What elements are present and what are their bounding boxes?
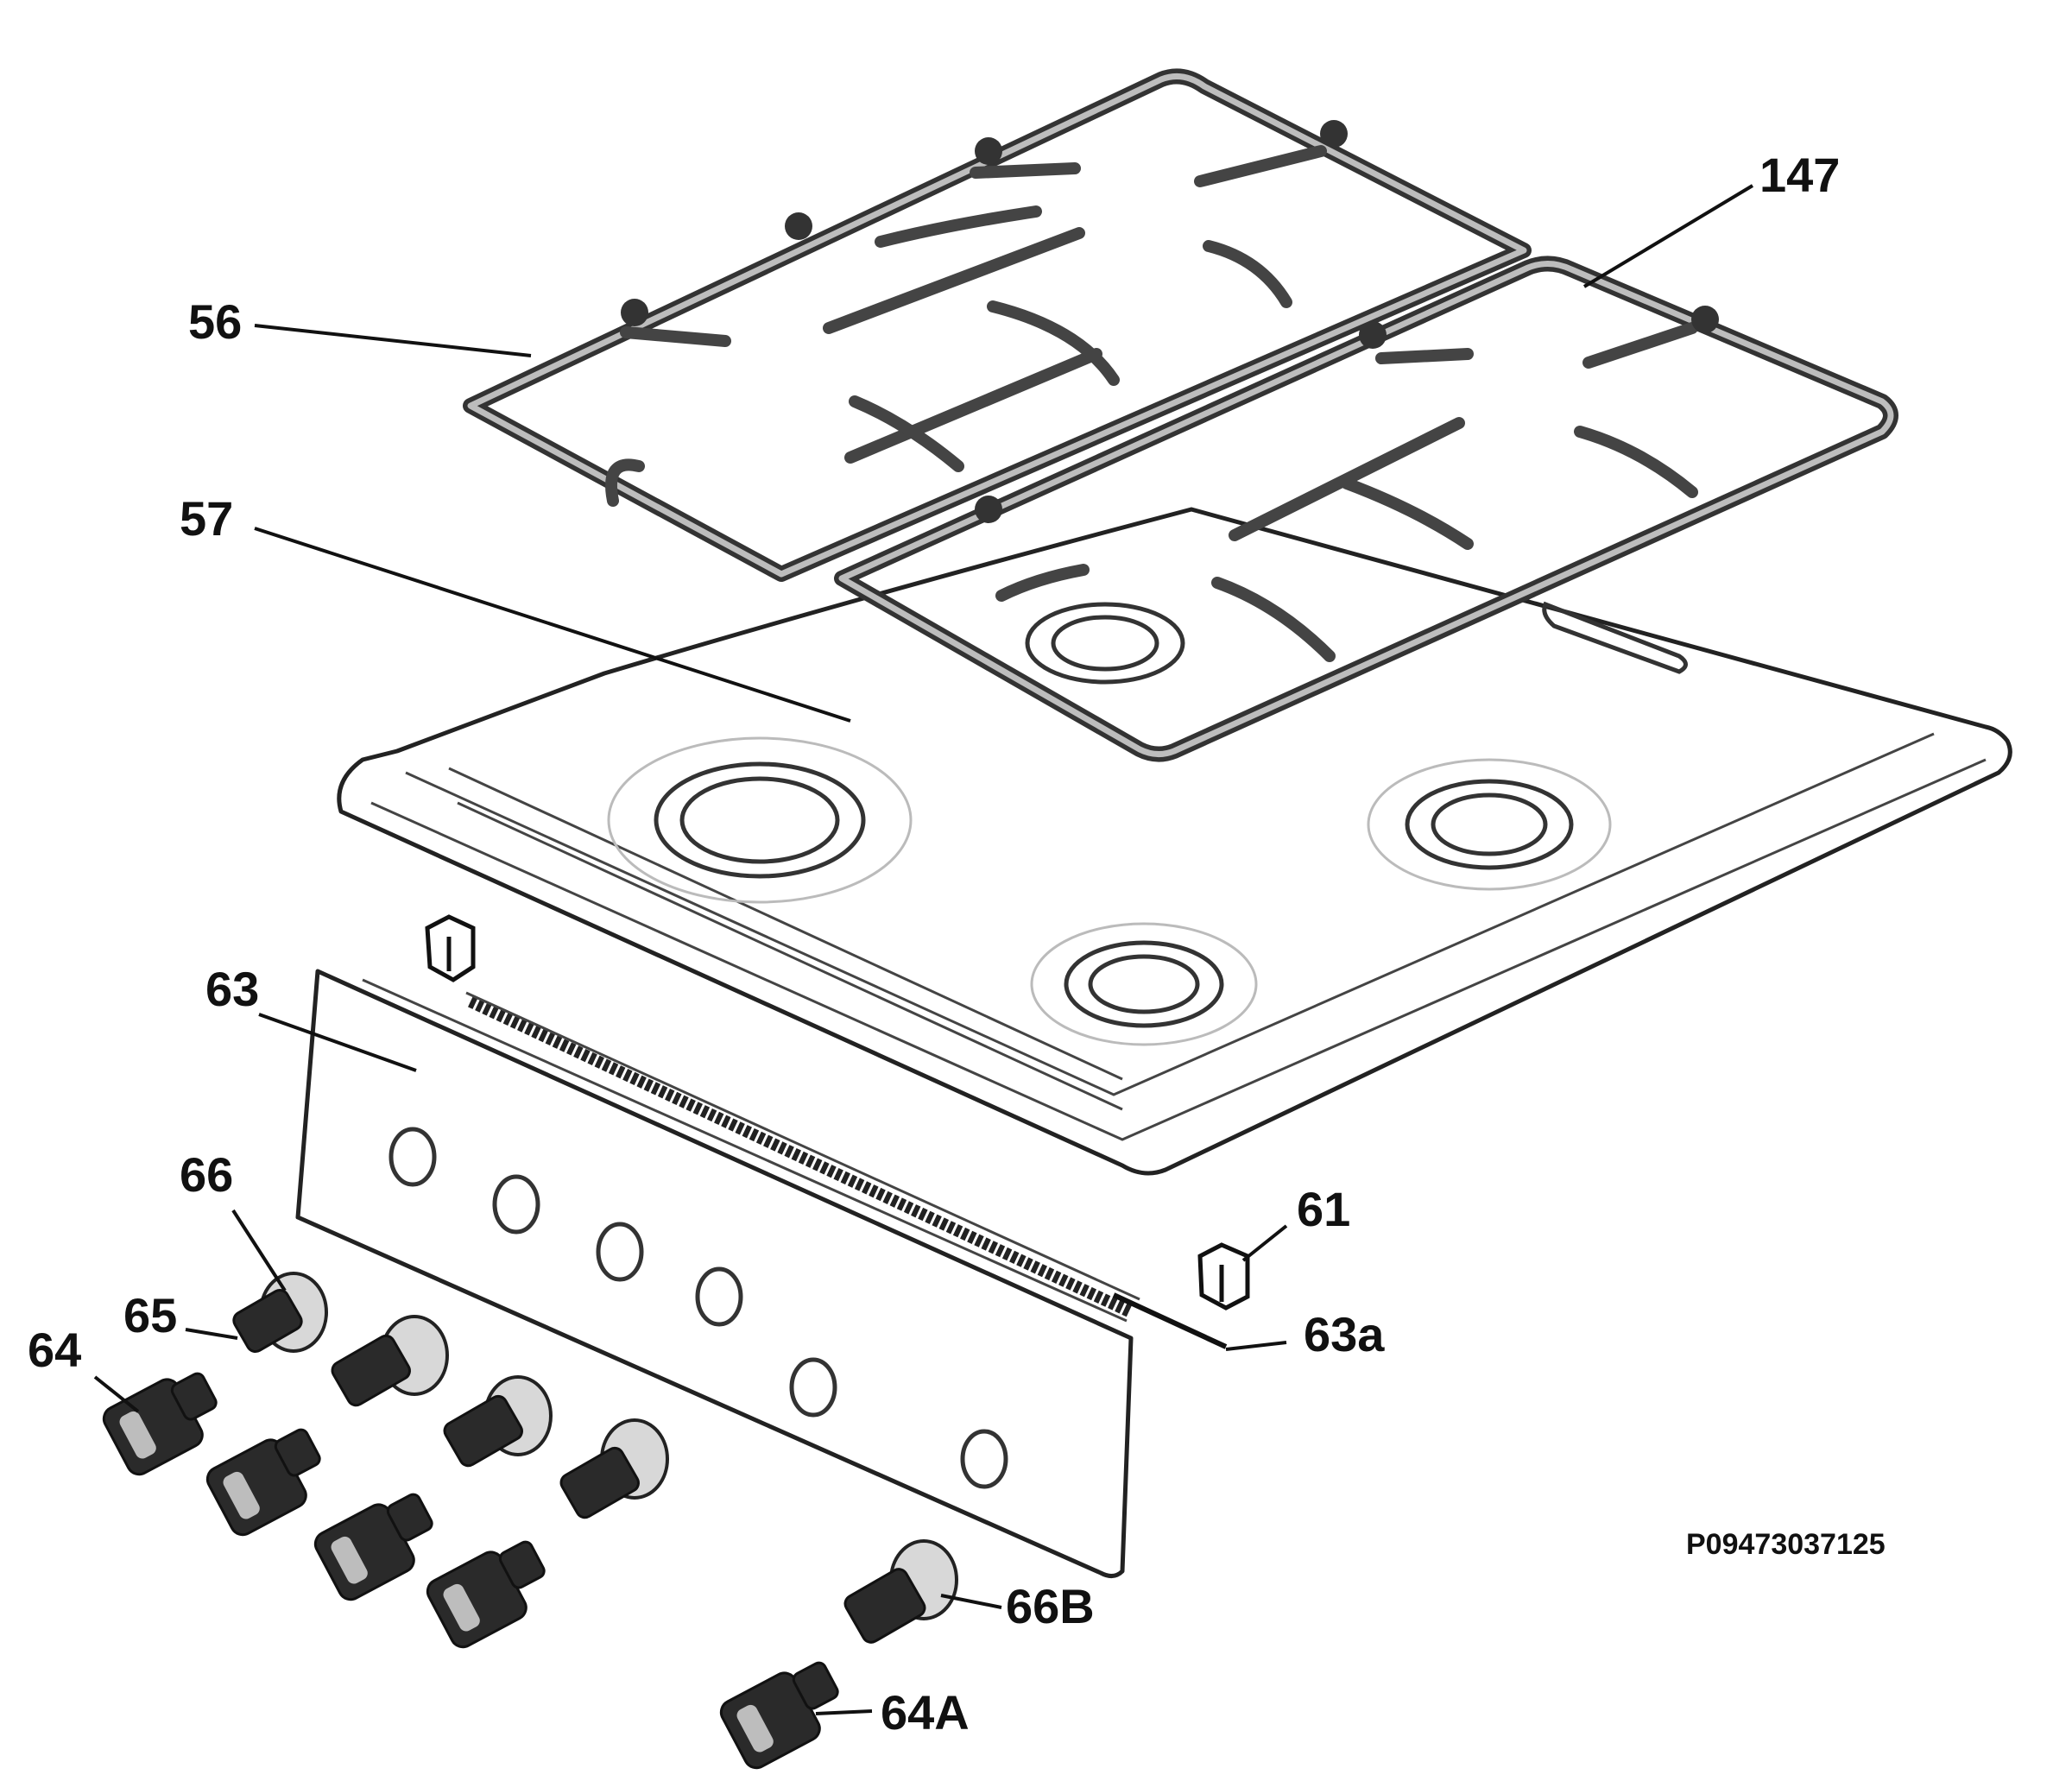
vent-slot — [1542, 601, 1688, 674]
label-147: 147 — [1759, 148, 1840, 202]
bezel-4 — [559, 1418, 669, 1519]
leader-65 — [185, 1328, 238, 1340]
knob-5 — [719, 1661, 839, 1770]
leader-66B — [940, 1594, 1002, 1609]
knob-3 — [313, 1493, 433, 1601]
burner-rear — [1025, 602, 1185, 685]
knob-1 — [102, 1372, 218, 1476]
leader-56 — [254, 324, 532, 357]
burner-front-left — [607, 736, 913, 904]
label-65: 65 — [123, 1288, 177, 1342]
leader-147 — [1582, 184, 1754, 288]
leader-63a — [1225, 1341, 1287, 1351]
clip-left — [425, 914, 476, 982]
leader-66 — [231, 1209, 287, 1292]
label-63a: 63a — [1304, 1307, 1385, 1361]
control-panel — [295, 969, 1140, 1578]
leader-61 — [1241, 1224, 1288, 1262]
label-64A: 64A — [881, 1685, 970, 1740]
hob-top-panel — [337, 507, 2012, 1176]
label-64: 64 — [28, 1323, 81, 1377]
label-61: 61 — [1297, 1182, 1350, 1236]
leader-57 — [254, 527, 851, 723]
document-reference: P09473037125 — [1686, 1528, 1886, 1561]
leader-63 — [258, 1013, 417, 1072]
bezel-1 — [232, 1272, 328, 1353]
label-63: 63 — [205, 962, 259, 1016]
clip-right — [1197, 1242, 1250, 1310]
label-66B: 66B — [1006, 1579, 1095, 1633]
pan-support-right — [834, 256, 1898, 762]
pan-support-left — [463, 68, 1532, 582]
label-56: 56 — [188, 294, 242, 349]
bezel-3 — [443, 1375, 553, 1468]
bezel-2 — [331, 1315, 449, 1407]
bezel-5 — [843, 1539, 958, 1644]
knob-4 — [426, 1540, 546, 1649]
label-66: 66 — [180, 1147, 233, 1202]
panel-strip — [1112, 1292, 1228, 1349]
label-57: 57 — [180, 491, 233, 546]
leader-64 — [93, 1375, 140, 1413]
burner-front-center — [1030, 922, 1258, 1046]
knob-2 — [205, 1428, 321, 1537]
leader-64A — [815, 1709, 873, 1715]
burner-right — [1367, 758, 1612, 891]
